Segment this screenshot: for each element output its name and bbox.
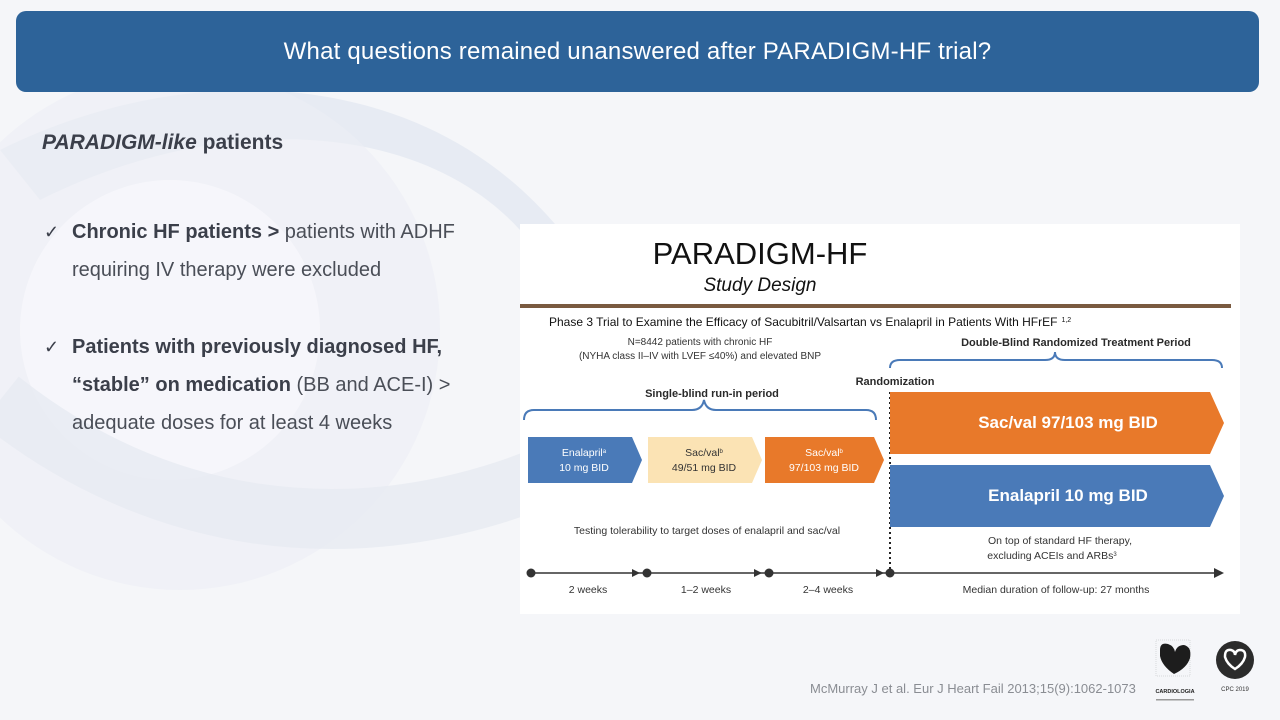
run-in-step-2-line1: Sac/valb [685,447,723,459]
logo2-text: CPC 2019 [1221,687,1249,693]
subtitle-rest: patients [196,131,284,154]
run-in-step-1-line1: Enalaprila [562,447,607,459]
run-in-step-2 [648,437,762,483]
background-therapy-line2: excluding ACEIs and ARBs3 [987,550,1117,562]
tolerability-note: Testing tolerability to target doses of … [574,525,840,537]
check-icon: ✓ [44,222,60,242]
arm-enalapril [890,465,1224,527]
duration-1: 2 weeks [569,584,608,596]
run-in-step-3-line1: Sac/valb [805,447,843,459]
logo1-text: CARDIOLOGIA [1155,689,1194,695]
randomization-label: Randomization [856,376,935,388]
treatment-label: Double-Blind Randomized Treatment Period [961,337,1191,349]
run-in-step-2-line2: 49/51 mg BID [672,462,737,474]
background-therapy-line1: On top of standard HF therapy, [988,535,1132,547]
population-line1: N=8442 patients with chronic HF [628,337,773,348]
society-logo: CARDIOLOGIA [1155,639,1195,701]
divider-rule [520,304,1231,308]
timeline-node [764,568,774,578]
duration-2: 1–2 weeks [681,584,731,596]
run-in-step-3 [765,437,884,483]
run-in-label: Single-blind run-in period [645,388,779,400]
section-subtitle: PARADIGM-like patients [42,131,283,155]
run-in-step-1 [528,437,642,483]
arm-enalapril-label: Enalapril 10 mg BID [988,486,1148,505]
citation: McMurray J et al. Eur J Heart Fail 2013;… [810,681,1136,696]
run-in-step-1-line2: 10 mg BID [559,462,609,474]
run-in-bracket [523,399,877,421]
timeline-node [526,568,536,578]
check-icon: ✓ [44,337,60,357]
timeline-node [642,568,652,578]
slide-title: What questions remained unanswered after… [16,11,1259,92]
run-in-step-3-line2: 97/103 mg BID [789,462,859,474]
figure-subtitle: Study Design [703,275,817,296]
timeline-arrowhead [1214,568,1224,578]
phase-heading: Phase 3 Trial to Examine the Efficacy of… [549,315,1071,329]
arm-sacval [890,392,1224,454]
bullet-text: (BB and ACE-I) > adequate doses for at l… [72,374,451,434]
subtitle-italic: PARADIGM-like [42,131,197,154]
bullet-bold: Chronic HF patients > [72,221,280,243]
population-line2: (NYHA class II–IV with LVEF ≤40%) and el… [579,351,821,362]
arm-sacval-label: Sac/val 97/103 mg BID [978,413,1158,432]
bullet-text: patients with ADHF requiring IV therapy … [72,221,455,281]
figure-title: PARADIGM-HF [652,236,868,271]
followup-label: Median duration of follow-up: 27 months [963,584,1150,596]
duration-3: 2–4 weeks [803,584,853,596]
timeline-node [885,568,895,578]
treatment-bracket [889,351,1223,369]
cpc-logo: CPC 2019 [1216,641,1254,693]
bullet-bold: Patients with previously diagnosed HF, “… [72,336,443,396]
